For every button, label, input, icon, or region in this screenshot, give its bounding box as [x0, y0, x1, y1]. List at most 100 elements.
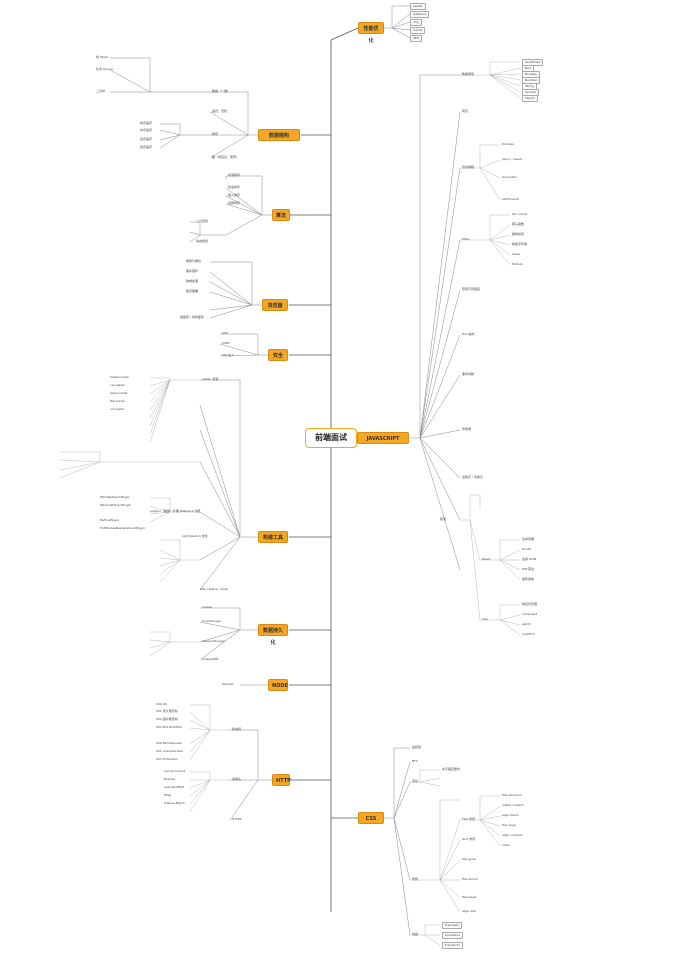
leaf-css-anim-0: transition: [442, 922, 463, 929]
leaf-build-vite: Vite / Rollup / Gulp: [200, 587, 228, 591]
leaf-build-item-1: css-loader: [110, 383, 126, 387]
leaf-build-plugin-3: HotModuleReplacementPlugin: [100, 526, 146, 530]
leaf-js-closure: 闭包: [462, 109, 469, 113]
leaf-css-bfc: BFC: [412, 759, 418, 763]
leaf-browser-cache: 强缓存 / 协商缓存: [180, 315, 204, 319]
leaf-ds-group: 数组（一维）: [212, 89, 231, 93]
leaf-css-layout: 布局: [412, 877, 419, 881]
leaf-persist-3: IndexedDB: [202, 657, 219, 661]
leaf-css-anim-1: animation: [442, 932, 464, 939]
branch-data-structure[interactable]: 数据结构: [258, 129, 300, 141]
leaf-js-framework: 框架: [440, 517, 447, 521]
branch-browser[interactable]: 浏览器: [262, 299, 288, 311]
leaf-http-code-5: 401 Unauthorized: [156, 749, 183, 753]
leaf-ds-tree: 二叉树: [96, 89, 106, 93]
leaf-ds-stack: 栈 Stack: [96, 55, 109, 59]
leaf-js-this: this 指向: [462, 332, 475, 336]
leaf-persist-1: localStorage: [202, 619, 221, 623]
leaf-http-code-1: 301 永久重定向: [156, 709, 178, 713]
branch-security[interactable]: 安全: [268, 349, 288, 361]
leaf-js-deep: 深拷贝 / 浅拷贝: [462, 475, 483, 479]
root-node[interactable]: 前端面试: [305, 428, 357, 448]
leaf-perf-webpack: webpack: [410, 11, 430, 18]
leaf-algo-0: 冒泡排序: [228, 173, 241, 177]
leaf-js-es6-0: let / const: [512, 212, 527, 216]
leaf-security-0: XSS: [222, 331, 228, 335]
leaf-js-async-0: Promise: [502, 142, 514, 146]
leaf-js-react: React: [482, 557, 491, 561]
leaf-js-vue-2: watch: [522, 622, 532, 626]
leaf-browser-2: 跨域处理: [186, 279, 199, 283]
leaf-css-anim: 动画: [412, 932, 419, 936]
leaf-algo-1: 快速排序: [228, 185, 241, 189]
leaf-js-es6-2: 解构赋值: [512, 232, 525, 236]
leaf-perf-img: img: [410, 19, 422, 26]
leaf-http-header-0: Cache-Control: [164, 769, 186, 773]
leaf-http-code-2: 302 临时重定向: [156, 717, 178, 721]
leaf-js-async-1: async / await: [502, 157, 522, 161]
leaf-css-center: 水平垂直居中: [442, 767, 461, 771]
leaf-js-es6-5: Module: [512, 262, 523, 266]
leaf-js-es6-4: Class: [512, 252, 520, 256]
leaf-css-grid: Grid 布局: [462, 837, 476, 841]
leaf-http-header-1: Expires: [164, 777, 175, 781]
leaf-js-vue-1: computed: [522, 612, 538, 616]
leaf-css-flex-1: justify-content: [502, 803, 524, 807]
branch-build-tools[interactable]: 构建工具: [258, 531, 288, 543]
branch-javascript[interactable]: JAVASCRIPT: [357, 432, 409, 444]
leaf-algo-3: 选择排序: [228, 201, 241, 205]
branch-algorithm[interactable]: 算法: [272, 209, 290, 221]
leaf-js-types: 数据类型: [462, 72, 475, 76]
leaf-css-flex-5: order: [502, 843, 510, 847]
leaf-js-es6-3: 模板字符串: [512, 242, 528, 246]
leaf-perf-cache: Cache: [410, 27, 426, 34]
leaf-js-react-1: Hooks: [522, 547, 532, 551]
leaf-css-position: 定位: [412, 779, 419, 783]
leaf-js-react-3: Diff 算法: [522, 567, 535, 571]
leaf-ds-search: 遍历、查找: [212, 109, 228, 113]
leaf-browser-0: 重排与重绘: [186, 259, 202, 263]
leaf-build-optimize: optimization 优化: [182, 534, 208, 538]
leaf-http-code-0: 200 OK: [156, 702, 168, 706]
branch-perf[interactable]: 性能优化: [358, 22, 384, 44]
leaf-persist-0: cookie: [202, 605, 212, 609]
leaf-js-es6-1: 箭头函数: [512, 222, 525, 226]
branch-persistence[interactable]: 数据持久化: [258, 624, 288, 646]
leaf-http-header-3: ETag: [164, 793, 171, 797]
branch-http[interactable]: HTTP: [272, 774, 291, 786]
branch-css[interactable]: CSS: [358, 812, 384, 824]
leaf-security-1: CSRF: [222, 341, 230, 345]
leaf-js-vue: Vue: [482, 617, 488, 621]
leaf-js-event: 事件机制: [462, 372, 475, 376]
leaf-browser-3: 缓存策略: [186, 289, 199, 293]
leaf-build-item-2: style-loader: [110, 391, 128, 395]
leaf-build-plugin-1: MiniCssExtractPlugin: [100, 503, 132, 507]
leaf-build-plugin-2: DefinePlugin: [100, 518, 119, 522]
leaf-ds-queue: 队列 Queue: [96, 67, 113, 71]
leaf-ds-graph: 图（邻接表、矩阵）: [212, 155, 240, 159]
leaf-js-async-2: Generator: [502, 175, 518, 179]
branch-node[interactable]: NODE: [268, 679, 288, 691]
leaf-css-flex-7: flex-shrink: [462, 877, 478, 881]
leaf-browser-1: 事件循环: [186, 269, 199, 273]
leaf-build-loader: loader 配置: [202, 377, 219, 381]
leaf-css-flex: Flex 布局: [462, 817, 476, 821]
leaf-js-async-3: setTimeout: [502, 197, 519, 201]
leaf-css-flex-4: align-content: [502, 833, 522, 837]
leaf-css-flex-6: flex-grow: [462, 857, 476, 861]
leaf-js-react-4: 组件通信: [522, 577, 535, 581]
leaf-js-async: 异步编程: [462, 165, 475, 169]
leaf-js-vue-3: nextTick: [522, 632, 535, 636]
leaf-js-react-2: 虚拟 DOM: [522, 557, 537, 561]
leaf-ds-tree-3: 层序遍历: [140, 145, 153, 149]
leaf-build-item-4: url-loader: [110, 407, 125, 411]
leaf-security-2: SQL注入: [222, 353, 234, 357]
leaf-js-proto: 原型与原型链: [462, 287, 481, 291]
leaf-build-plugin-0: HtmlWebpackPlugin: [100, 495, 131, 499]
leaf-ds-tree-0: 前序遍历: [140, 121, 153, 125]
leaf-js-type-6: Object: [522, 95, 538, 102]
leaf-css-flex-9: align-self: [462, 909, 476, 913]
leaf-css-flex-2: align-items: [502, 813, 519, 817]
leaf-http-header-4: If-None-Match: [164, 801, 185, 805]
